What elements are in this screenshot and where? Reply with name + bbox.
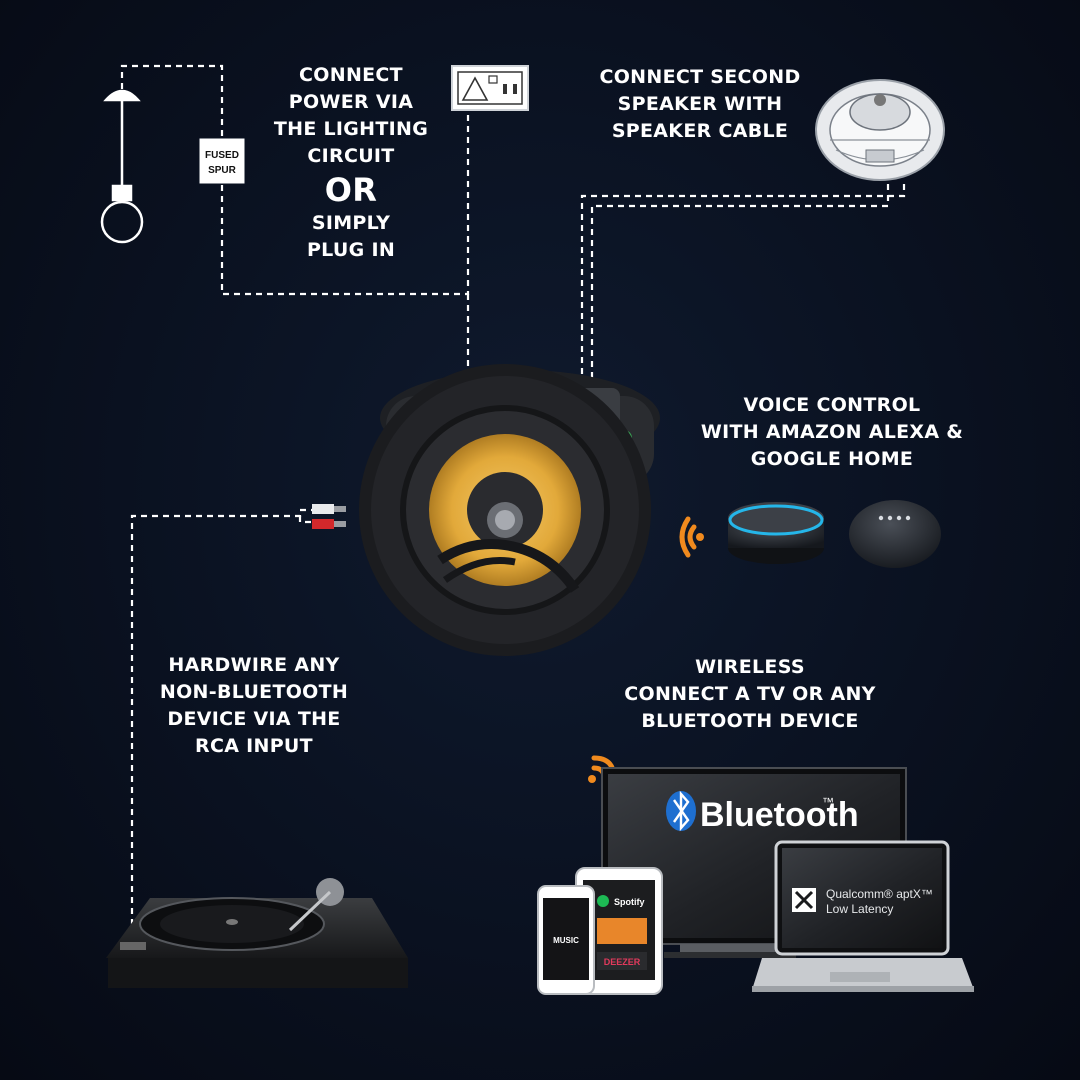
fused-spur-box: FUSED SPUR: [198, 137, 246, 185]
hardwire-line: RCA INPUT: [195, 735, 313, 757]
google-home-mini: [849, 500, 941, 568]
fused-spur-label-1: FUSED: [205, 150, 239, 161]
second-speaker-line: SPEAKER WITH: [617, 93, 783, 115]
second-speaker-label: CONNECT SECOND SPEAKER WITH SPEAKER CABL…: [578, 64, 822, 145]
aptx-logo-icon: [792, 888, 816, 912]
fused-spur-label-2: SPUR: [208, 165, 237, 176]
voice-line: WITH AMAZON ALEXA &: [700, 421, 964, 443]
second-speaker-image: [815, 79, 945, 181]
plug-label-line: PLUG IN: [306, 239, 396, 261]
deezer-label: DEEZER: [604, 957, 641, 967]
wireless-label: WIRELESS CONNECT A TV OR ANY BLUETOOTH D…: [600, 654, 900, 735]
power-label-line: POWER VIA: [288, 91, 414, 113]
hardwire-line: NON-BLUETOOTH: [159, 681, 349, 703]
bluetooth-icon: [666, 790, 696, 832]
power-label-line: THE LIGHTING: [273, 118, 429, 140]
wifi-signal-icon: [679, 516, 704, 558]
phone: [537, 885, 595, 995]
turntable-image: [106, 878, 408, 988]
power-label: CONNECT POWER VIA THE LIGHTING CIRCUIT O…: [258, 62, 444, 264]
ceiling-lamp-icon: [100, 89, 144, 244]
power-label-line: CONNECT: [299, 64, 403, 86]
power-label-line: CIRCUIT: [307, 145, 395, 167]
wireless-line: WIRELESS: [695, 656, 805, 678]
voice-control-label: VOICE CONTROL WITH AMAZON ALEXA & GOOGLE…: [682, 392, 982, 473]
second-speaker-line: CONNECT SECOND: [599, 66, 801, 88]
aptx-line-2: Low Latency: [826, 902, 893, 916]
hardwire-label: HARDWIRE ANY NON-BLUETOOTH DEVICE VIA TH…: [138, 652, 370, 760]
second-speaker-line: SPEAKER CABLE: [611, 120, 789, 142]
aptx-line-1: Qualcomm® aptX™: [826, 887, 933, 901]
rca-plug-icon: [312, 504, 346, 529]
second-speaker-cable-inner: [590, 184, 890, 390]
amazon-echo-dot: [728, 502, 824, 564]
rca-input-line-branch: [298, 516, 312, 524]
or-label: OR: [324, 171, 378, 209]
spotify-label: Spotify: [614, 897, 645, 907]
bluetooth-wordmark: Bluetooth: [700, 796, 859, 834]
laptop: [752, 840, 974, 992]
main-speaker-image: [359, 364, 660, 656]
second-speaker-cable-outer: [580, 184, 906, 390]
hardwire-line: HARDWIRE ANY: [168, 654, 340, 676]
apple-music-label: MUSIC: [553, 936, 579, 945]
bluetooth-trademark: ™: [822, 795, 834, 809]
plug-label-line: SIMPLY: [311, 212, 391, 234]
wireless-line: CONNECT A TV OR ANY: [624, 683, 876, 705]
wireless-line: BLUETOOTH DEVICE: [641, 710, 859, 732]
voice-line: GOOGLE HOME: [750, 448, 914, 470]
hardwire-line: DEVICE VIA THE: [167, 708, 341, 730]
wall-socket-icon: [451, 65, 529, 111]
voice-line: VOICE CONTROL: [743, 394, 921, 416]
